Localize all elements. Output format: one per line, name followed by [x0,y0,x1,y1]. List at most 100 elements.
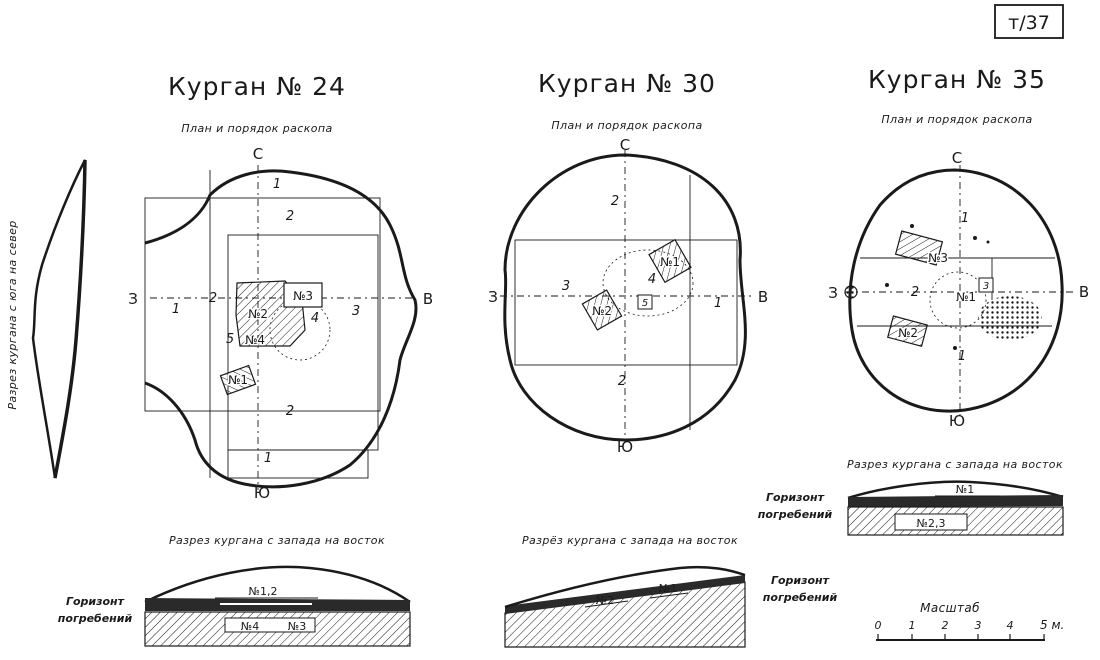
horizon-label: Горизонт [771,574,830,587]
excavation-grid-strip [227,449,369,479]
scale-bar: Масштаб 0 1 2 3 4 5 м. [875,601,1064,641]
horizon-label: Горизонт [66,595,125,608]
scale-tick-label: 5 м. [1040,618,1064,632]
grave-level-line [649,592,689,599]
sheet-mark-box [994,4,1064,39]
grave-3-outline [894,230,944,266]
grave-1-outline [648,238,692,284]
section-grave-label: №1 [659,582,677,595]
section-grave-label: №1,2 [249,585,278,598]
kurgan-35-plan-subtitle: План и порядок раскопа [881,113,1032,126]
zone-number: 1 [172,302,180,317]
burial-horizon-layer [848,495,1063,507]
zone-number: 1 [264,451,272,466]
compass-west: З [488,288,498,306]
find-dot [885,283,889,287]
mound-outline [848,168,1064,413]
scale-tick-label: 0 [875,619,882,632]
section-grave-label: №4 [241,620,259,633]
burial-pit-outline [602,249,694,317]
zone-number: 4 [311,311,319,326]
kurgan-35-plan: №3 №1 №2 1 2 3 1 С Ю З В [828,149,1089,430]
grave-label: №1 [228,373,248,387]
compass-east: В [1079,283,1089,301]
kurgan-24-plan-subtitle: План и порядок раскопа [181,122,332,135]
compass-west: З [828,284,838,302]
kurgan-35-title: Курган № 35 [868,65,1046,94]
grave-label: №3 [928,251,948,265]
stone-scatter [978,296,1042,340]
kurgan-30-title: Курган № 30 [538,69,716,98]
section-title: Разрез кургана с запада на восток [169,534,385,547]
kurgan-24-plan: №2 №4 №3 №1 1 2 1 2 3 4 5 2 1 С Ю З В [128,145,433,502]
zone-5-square [637,294,653,310]
zone-number: 2 [618,374,626,389]
sheet-mark: т/37 [1008,12,1050,34]
horizon-label: погребений [58,612,133,625]
zone-3-square [978,277,994,293]
kurgan-30-plan: №1 №2 2 3 4 1 2 5 С Ю З В [488,136,768,456]
mound-profile [144,565,411,604]
kurgan-35-section: Разрез кургана с запада на восток №1 №2,… [758,458,1064,536]
grave-pit-outline [894,513,968,531]
grave-label: №2 [592,304,612,318]
mound-profile [504,565,746,609]
mound-profile [847,480,1064,500]
burial-horizon-layer [505,575,745,614]
grave-label: №4 [245,333,265,347]
section-grave-label: №2 [596,594,614,607]
zone-number: 1 [958,349,966,364]
kurgan-24-title: Курган № 24 [168,72,346,101]
zone-number: 1 [714,296,722,311]
kurgan-30-plan-subtitle: План и порядок раскопа [551,119,702,132]
compass-south: Ю [949,412,965,430]
south-north-section-ground-line [53,159,87,479]
scale-tick-label: 3 [975,619,982,632]
compass-west: З [128,290,138,308]
scale-tick-label: 1 [909,619,916,632]
mound-outline [503,153,747,442]
compass-east: В [758,288,768,306]
mound-outline [144,169,418,489]
excavation-grid-outer [144,197,381,412]
section-grave-label: №3 [288,620,306,633]
section-title: Разрёз кургана с запада на восток [522,534,738,547]
horizon-label: погребений [763,591,838,604]
scale-title: Масштаб [920,601,980,615]
section-title: Разрез кургана с запада на восток [847,458,1063,471]
grave-label: №1 [660,255,680,269]
find-dot [953,346,957,350]
compass-north: С [253,145,263,163]
grave-label: №2 [898,326,918,340]
zone-number: 1 [961,211,969,226]
excavation-grid-outer [514,239,738,366]
kurgan-30-section: Разрёз кургана с запада на восток №2 №1 … [504,534,838,648]
find-dot [973,236,977,240]
compass-south: Ю [617,438,633,456]
compass-east: В [423,290,433,308]
compass-north: С [620,136,630,154]
south-north-section-label: Разрез кургана с юга на север [6,220,19,409]
zone-number: 2 [286,404,294,419]
scale-tick-label: 2 [942,619,949,632]
zone-number: 5 [642,298,648,309]
find-dot [986,240,990,244]
horizon-label: погребений [758,508,833,521]
stone-marker [844,285,858,299]
scale-tick-label: 4 [1007,619,1014,632]
zone-number: 1 [273,177,281,192]
compass-north: С [952,149,962,167]
grave-2-outline [581,289,623,331]
zone-number: 2 [611,194,619,209]
grave-label: №1 [956,290,976,304]
grave-level-line [584,600,629,608]
zone-number: 2 [209,291,217,306]
zone-number: 3 [562,279,570,294]
find-dot [910,224,914,228]
grave-2-outline [886,315,928,348]
compass-south: Ю [254,484,270,502]
horizon-label: Горизонт [766,491,825,504]
kurgan-24-section: Разрез кургана с запада на восток №1,2 №… [58,534,411,647]
